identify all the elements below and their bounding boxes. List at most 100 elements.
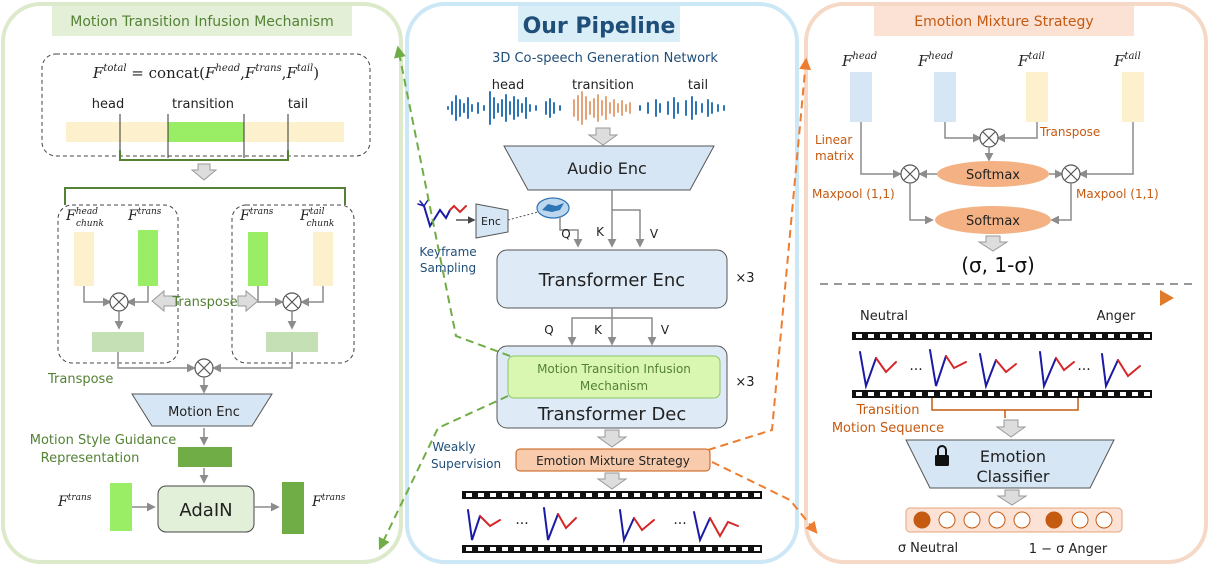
down-arrow-1 bbox=[190, 163, 218, 181]
seg-head-label: head bbox=[92, 97, 124, 112]
chunk-left-output bbox=[92, 332, 144, 352]
seg-transition-label: transition bbox=[172, 97, 234, 112]
keyframe-2: Sampling bbox=[420, 261, 476, 275]
mtim-inner-2: Mechanism bbox=[580, 379, 648, 393]
audio-head-label: head bbox=[492, 78, 524, 93]
neutral-label: Neutral bbox=[860, 309, 908, 324]
concat-equation: Ftotal = concat(Fhead,Ftrans,Ftail) bbox=[92, 63, 319, 82]
sigma-output: (σ, 1-σ) bbox=[961, 253, 1035, 277]
down-arrow-ems bbox=[596, 472, 628, 490]
style-guidance-1: Motion Style Guidance bbox=[30, 433, 177, 448]
left-title-box bbox=[52, 6, 352, 36]
chunk-right-output bbox=[266, 332, 318, 352]
feat-head-bar-2 bbox=[934, 72, 956, 122]
feat-tail-bar-2 bbox=[1122, 72, 1144, 122]
weakly-2: Supervision bbox=[431, 457, 501, 471]
output-dot bbox=[988, 511, 1006, 529]
transition-film-strip: ... ... bbox=[852, 332, 1152, 398]
style-guidance-bar bbox=[178, 447, 232, 467]
concat-box bbox=[41, 53, 371, 157]
film-ellipsis-1: ... bbox=[515, 512, 528, 528]
output-dot bbox=[1013, 511, 1031, 529]
mtim-inner-block bbox=[507, 355, 721, 399]
audio-enc-label: Audio Enc bbox=[567, 159, 647, 178]
mtim-inner-1: Motion Transition Infusion bbox=[537, 362, 691, 376]
motion-enc-block bbox=[131, 393, 273, 427]
output-dot bbox=[1045, 511, 1063, 529]
connector-green-top bbox=[394, 45, 511, 357]
audio-waveform bbox=[447, 91, 725, 125]
right-ellipsis-1: ... bbox=[909, 358, 922, 374]
down-arrow-softmax bbox=[977, 235, 1009, 252]
seq-bar-transition bbox=[168, 122, 244, 142]
linear-matrix-1: Linear bbox=[815, 133, 852, 147]
qkv-top-q: Q bbox=[561, 227, 570, 241]
right-title: Emotion Mixture Strategy bbox=[914, 14, 1093, 30]
transpose-arrow-right bbox=[237, 289, 259, 313]
output-dot bbox=[1071, 511, 1089, 529]
anger-label: Anger bbox=[1097, 309, 1136, 324]
transition-seq-2: Motion Sequence bbox=[832, 421, 944, 436]
style-guidance-2: Representation bbox=[41, 451, 140, 466]
anger-out-label: 1 − σ Anger bbox=[1029, 542, 1108, 557]
qkv-bottom-k: K bbox=[594, 323, 603, 337]
output-dot bbox=[1095, 511, 1113, 529]
ftrans-in-bar bbox=[110, 483, 132, 531]
ems-block bbox=[515, 448, 711, 472]
keyframe-pose-icon bbox=[417, 199, 467, 229]
connector-orange-top bbox=[707, 57, 812, 451]
maxpool-right: Maxpool (1,1) bbox=[1076, 187, 1159, 201]
classifier-2: Classifier bbox=[976, 467, 1049, 486]
softmax-1-block bbox=[937, 161, 1049, 187]
chunk-right-green bbox=[248, 232, 268, 286]
emotion-classifier-block bbox=[905, 439, 1115, 489]
down-arrow-output bbox=[996, 489, 1028, 506]
enc-block bbox=[475, 203, 509, 239]
transpose-low: Transpose bbox=[47, 372, 113, 387]
feat-head-bar-1 bbox=[850, 72, 872, 122]
sigma-neutral-label: σ Neutral bbox=[898, 541, 958, 556]
connector-orange-bottom bbox=[711, 461, 818, 534]
softmax-2-label: Softmax bbox=[966, 214, 1020, 229]
maxpool-left: Maxpool (1,1) bbox=[812, 187, 895, 201]
audio-transition-label: transition bbox=[572, 78, 634, 93]
output-dot bbox=[963, 511, 981, 529]
chunk-right-yellow bbox=[313, 232, 333, 286]
down-arrow-dec bbox=[596, 429, 628, 448]
center-subtitle: 3D Co-speech Generation Network bbox=[492, 51, 718, 66]
audio-enc-block bbox=[503, 145, 715, 191]
right-transpose: Transpose bbox=[1039, 125, 1100, 139]
keyframe-1: Keyframe bbox=[419, 245, 476, 259]
down-arrow-audio bbox=[587, 127, 619, 146]
linear-matrix-2: matrix bbox=[815, 149, 854, 163]
left-title: Motion Transition Infusion Mechanism bbox=[70, 14, 333, 30]
seg-tail-label: tail bbox=[288, 97, 308, 112]
feat-tail-bar-1 bbox=[1026, 72, 1048, 122]
right-ellipsis-2: ... bbox=[1077, 358, 1090, 374]
weakly-1: Weakly bbox=[432, 440, 475, 454]
chunk-right-box bbox=[231, 204, 355, 364]
output-film-strip: ... ... bbox=[462, 491, 762, 553]
ftrans-out-bar bbox=[282, 482, 304, 534]
transformer-enc-label: Transformer Enc bbox=[538, 270, 685, 291]
chunk-left-yellow bbox=[74, 232, 94, 286]
qkv-bottom-q: Q bbox=[544, 323, 553, 337]
ems-label: Emotion Mixture Strategy bbox=[536, 454, 690, 468]
qkv-bottom-v: V bbox=[661, 323, 670, 337]
enc-label: Enc bbox=[481, 215, 501, 228]
film-ellipsis-2: ... bbox=[673, 512, 686, 528]
adain-label: AdaIN bbox=[179, 500, 232, 521]
adain-block bbox=[157, 485, 255, 533]
down-arrow-classifier bbox=[995, 419, 1027, 438]
output-dot bbox=[913, 511, 931, 529]
softmax-2-block bbox=[935, 206, 1051, 234]
audio-tail-label: tail bbox=[688, 78, 708, 93]
transpose-mid: Transpose bbox=[171, 295, 237, 310]
transformer-dec-label: Transformer Dec bbox=[537, 404, 687, 425]
lock-icon bbox=[935, 445, 949, 466]
right-panel bbox=[804, 2, 1208, 564]
right-title-box bbox=[874, 6, 1134, 36]
transpose-arrow-left bbox=[151, 289, 177, 313]
chunk-left-green bbox=[138, 230, 158, 286]
